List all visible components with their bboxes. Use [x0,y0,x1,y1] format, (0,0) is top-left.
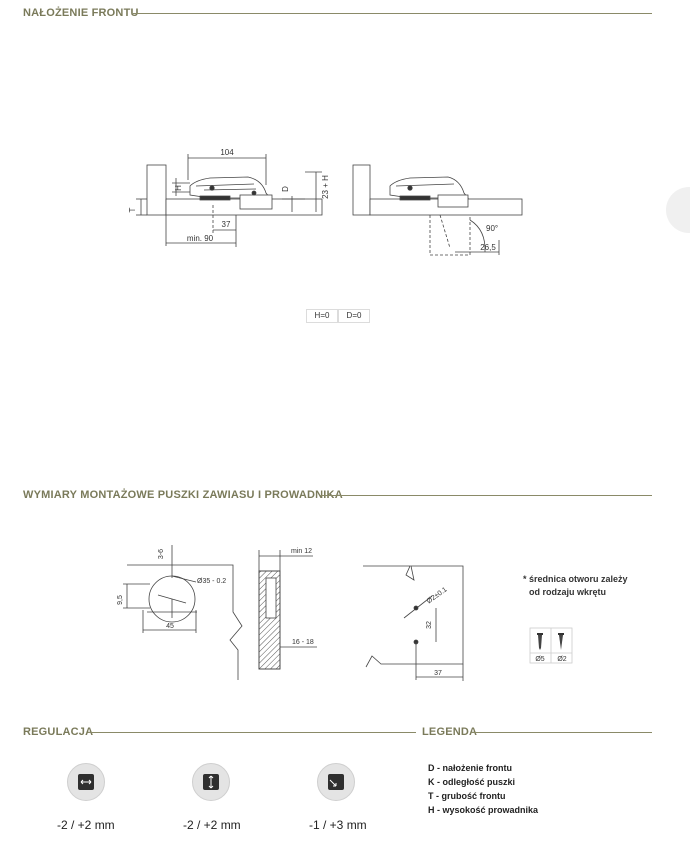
angle-label: 90° [486,224,498,233]
section-divider [471,732,652,733]
note-line1: * średnica otworu zależy [523,574,628,584]
section-title-regulation: REGULACJA [23,726,94,738]
dim-d-label: D [281,186,290,192]
screw-label: Ø5 [535,656,544,663]
dim-32-label: 32 [426,621,433,629]
dim-37-mount-label: 37 [434,670,442,677]
section-divider [133,13,652,14]
section-title-mounting: WYMIARY MONTAŻOWE PUSZKI ZAWIASU I PROWA… [23,489,343,501]
section-title-overlay: NAŁOŻENIE FRONTU [23,7,139,19]
dim-37-label: 37 [222,220,231,229]
dim-hole-label: Ø2±0.1 [426,586,449,605]
legend-item: D - nałożenie frontu [428,763,512,773]
section-divider [320,495,652,496]
adjust-side-icon [67,763,105,801]
dim-min90-label: min. 90 [187,234,214,243]
dim-265-label: 26,5 [480,243,496,252]
legend-item: K - odległość puszki [428,777,516,787]
dim-23h-label: 23 + H [321,175,330,199]
legend-item: H - wysokość prowadnika [428,805,539,815]
screw-label: Ø2 [557,656,566,663]
side-tab[interactable] [666,187,690,233]
regulation-depth-value: -1 / +3 mm [309,818,367,832]
screw-icon [558,633,564,650]
dim-diameter-label: Ø35 - 0.2 [197,578,226,585]
screw-icon [537,633,543,650]
dim-1618-label: 16 - 18 [292,639,314,646]
dim-width-label: 104 [220,148,234,157]
adjust-height-icon [192,763,230,801]
dim-h-label: H [174,185,183,191]
legend-item: T - grubość frontu [428,791,506,801]
d-value-box: D=0 [338,309,370,323]
regulation-side-value: -2 / +2 mm [57,818,115,832]
adjust-depth-icon [317,763,355,801]
dim-min12-label: min 12 [291,548,312,555]
regulation-height-value: -2 / +2 mm [183,818,241,832]
note-line2: od rodzaju wkrętu [529,587,607,597]
dim-t-label: T [128,207,137,212]
section-divider [88,732,416,733]
dim-45-label: 45 [166,623,174,630]
h-value-box: H=0 [306,309,338,323]
dim-95-label: 9,5 [117,595,124,605]
section-title-legend: LEGENDA [422,726,478,738]
dim-36-label: 3-6 [158,549,165,559]
